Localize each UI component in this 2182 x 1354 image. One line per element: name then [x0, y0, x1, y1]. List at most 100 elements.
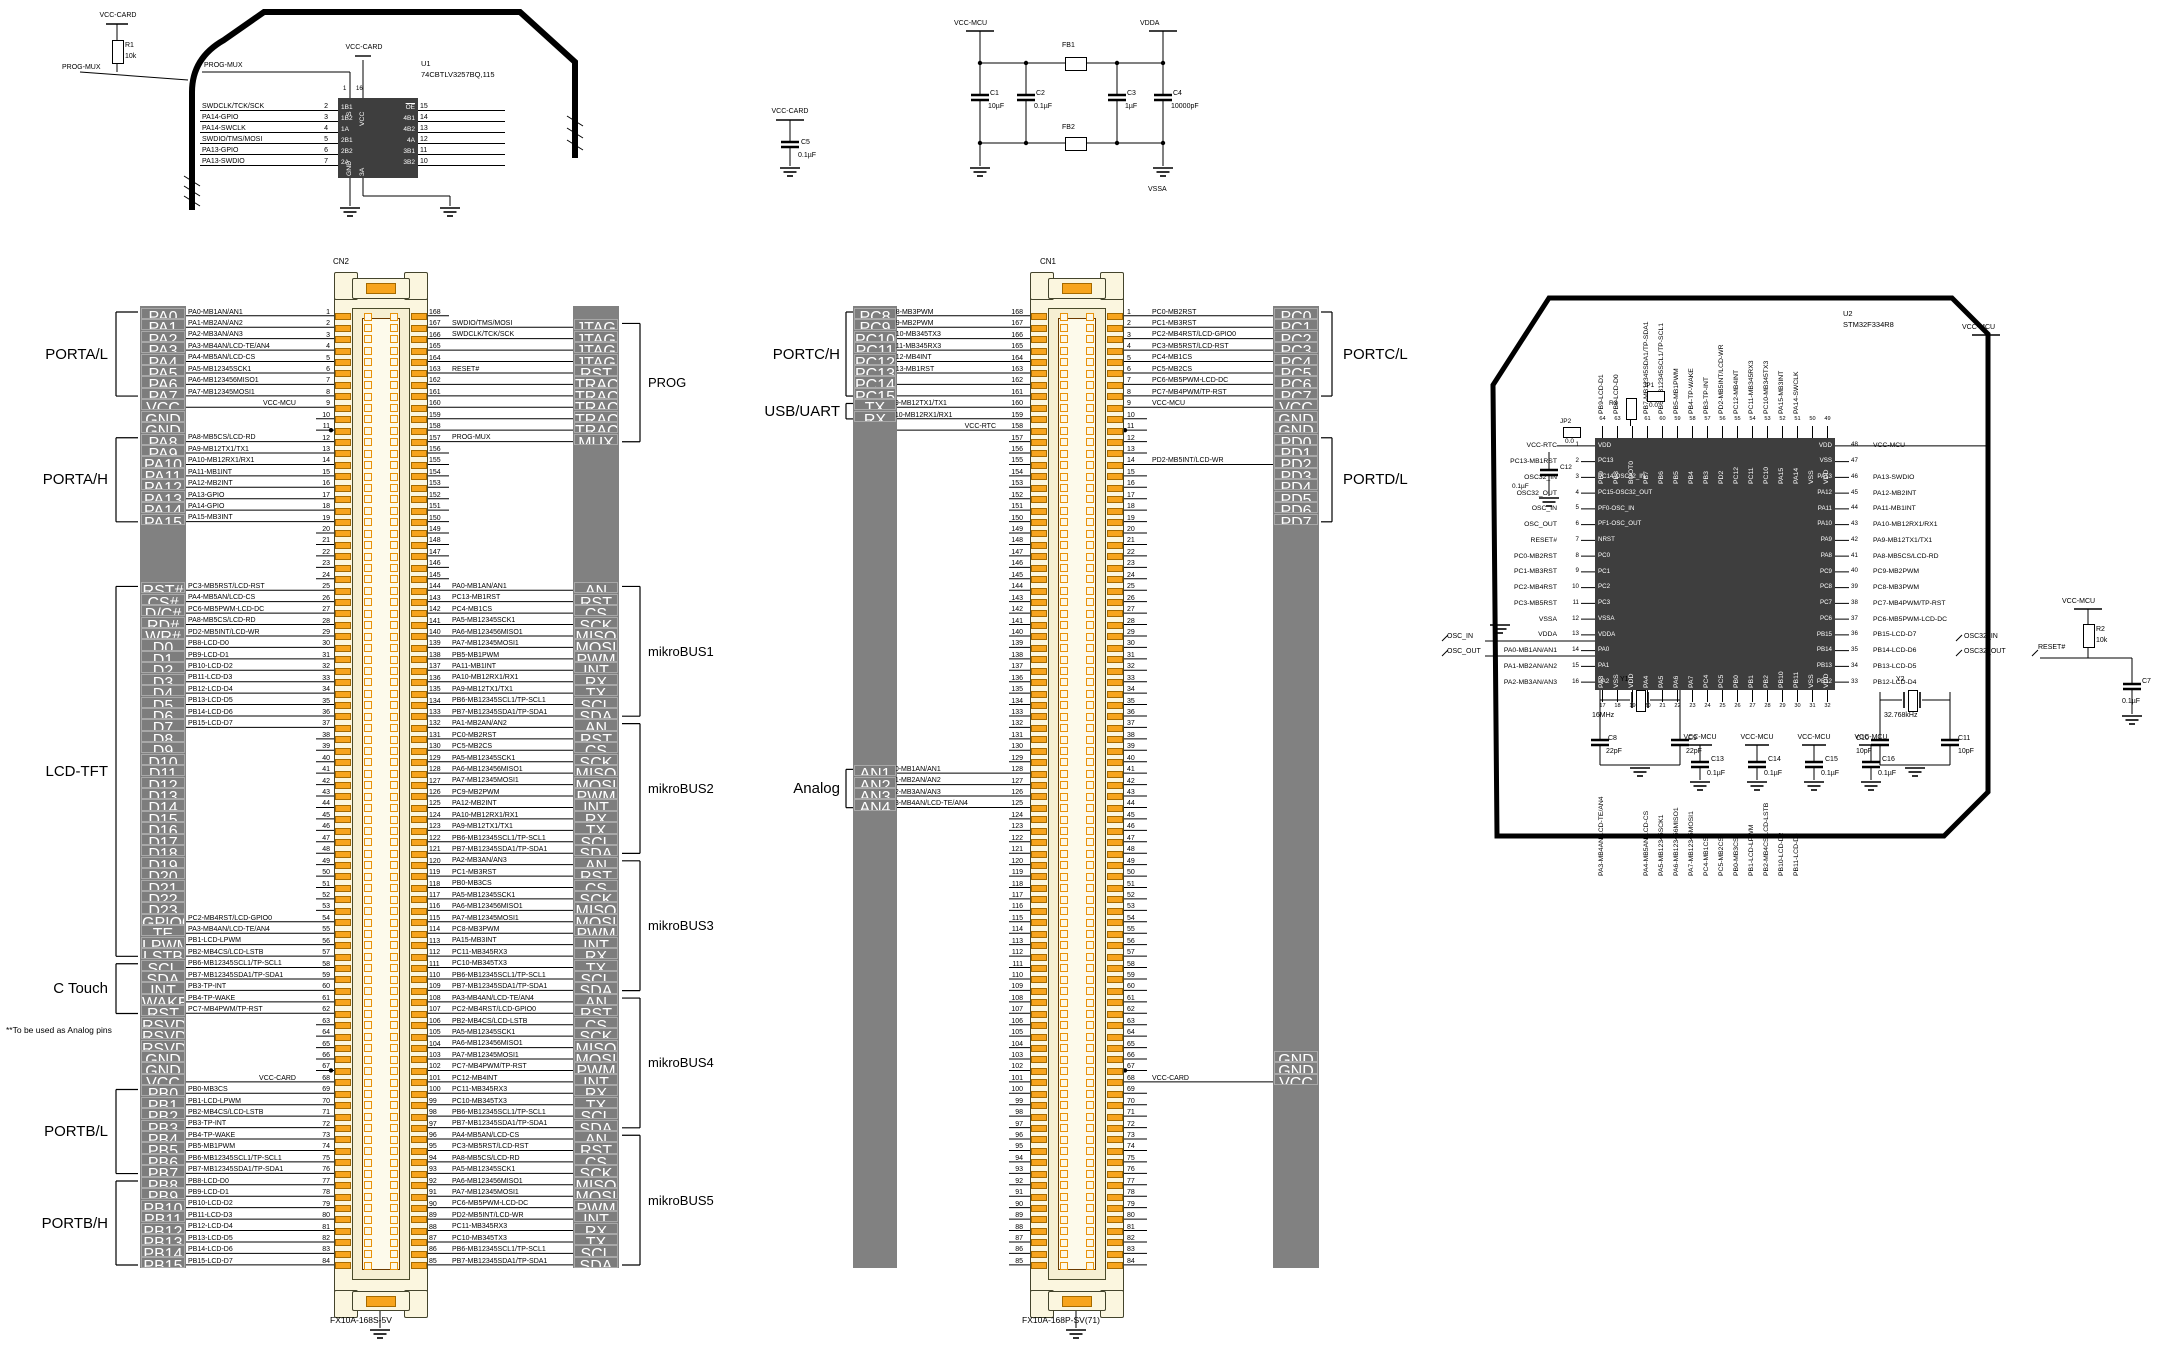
port-tag[interactable]: PC4 [1274, 353, 1318, 365]
r3-resistor[interactable] [1626, 398, 1637, 420]
pin-pad[interactable] [1031, 313, 1047, 321]
port-tag[interactable]: D3 [141, 673, 185, 685]
port-tag[interactable]: D15 [141, 810, 185, 823]
pin-pad[interactable] [335, 1125, 351, 1132]
port-tag[interactable]: PB9 [141, 1188, 185, 1200]
pin-pad[interactable] [335, 1022, 351, 1030]
port-tag[interactable]: SCL [141, 959, 185, 971]
pin-pad[interactable] [335, 496, 351, 504]
pin-pad[interactable] [1031, 667, 1047, 675]
pin-pad[interactable] [411, 1125, 427, 1132]
port-tag[interactable]: PA8 [141, 433, 185, 445]
pin-pad[interactable] [411, 1044, 427, 1052]
pin-pad[interactable] [335, 461, 351, 469]
port-tag[interactable]: D9 [141, 742, 185, 754]
port-tag[interactable]: PB5 [141, 1142, 185, 1154]
pin-pad[interactable] [1031, 679, 1047, 687]
port-tag[interactable]: PB11 [141, 1211, 185, 1223]
pin-pad[interactable] [1031, 690, 1047, 698]
port-tag[interactable]: CS [574, 1153, 618, 1166]
pin-pad[interactable] [1107, 519, 1123, 526]
u1-body[interactable] [338, 98, 418, 178]
pin-pad[interactable] [1031, 541, 1047, 549]
port-tag[interactable]: RSVD** [141, 1028, 185, 1040]
pin-pad[interactable] [335, 804, 351, 812]
pin-pad[interactable] [1031, 1227, 1047, 1235]
pin-pad[interactable] [411, 530, 427, 538]
port-tag[interactable]: PC3 [1274, 342, 1318, 354]
fb1-ferrite[interactable] [1065, 57, 1087, 71]
port-tag[interactable]: TX [574, 685, 618, 697]
pin-pad[interactable] [335, 438, 351, 446]
pin-pad[interactable] [1107, 1182, 1123, 1190]
pin-pad[interactable] [1031, 873, 1047, 881]
port-tag[interactable]: GND [1274, 1051, 1318, 1063]
port-tag[interactable]: TX [854, 399, 896, 411]
pin-pad[interactable] [335, 667, 351, 675]
port-tag[interactable]: GND [1274, 422, 1318, 434]
pin-pad[interactable] [1107, 679, 1123, 687]
port-tag[interactable]: PB13 [141, 1233, 185, 1246]
pin-pad[interactable] [335, 747, 351, 755]
pin-pad[interactable] [335, 964, 351, 972]
port-tag[interactable]: D14 [141, 799, 185, 811]
port-tag[interactable]: SCL [574, 970, 618, 983]
pin-pad[interactable] [1107, 1022, 1123, 1030]
port-tag[interactable]: PA13 [141, 490, 185, 502]
port-tag[interactable]: PD1 [1274, 445, 1318, 457]
port-tag[interactable]: PA9 [141, 445, 185, 457]
pin-pad[interactable] [1031, 473, 1047, 481]
pin-pad[interactable] [1107, 919, 1123, 927]
port-tag[interactable]: PC0 [1274, 307, 1318, 319]
pin-pad[interactable] [1031, 438, 1047, 446]
pin-pad[interactable] [411, 1010, 427, 1018]
pin-pad[interactable] [1031, 644, 1047, 652]
pin-pad[interactable] [411, 599, 427, 607]
pin-pad[interactable] [411, 1033, 427, 1041]
pin-pad[interactable] [411, 713, 427, 721]
pin-pad[interactable] [411, 724, 427, 732]
pin-pad[interactable] [411, 1239, 427, 1247]
pin-pad[interactable] [1031, 461, 1047, 469]
pin-pad[interactable] [335, 656, 351, 664]
port-tag[interactable]: TX [574, 822, 618, 834]
pin-pad[interactable] [411, 919, 427, 927]
pin-pad[interactable] [411, 747, 427, 755]
port-tag[interactable]: AN [574, 1131, 618, 1143]
pin-pad[interactable] [1107, 896, 1123, 904]
pin-pad[interactable] [335, 1033, 351, 1041]
pin-pad[interactable] [411, 690, 427, 698]
port-tag[interactable]: D13 [141, 788, 185, 800]
jp1-jumper[interactable] [1647, 391, 1665, 402]
port-tag[interactable]: RST [574, 1142, 618, 1154]
pin-pad[interactable] [1031, 1205, 1047, 1213]
port-tag[interactable]: INT [574, 1073, 618, 1086]
pin-pad[interactable] [411, 473, 427, 481]
pin-pad[interactable] [335, 1044, 351, 1052]
pin-pad[interactable] [1031, 358, 1047, 366]
pin-pad[interactable] [1031, 724, 1047, 732]
port-tag[interactable]: TE [141, 925, 185, 937]
port-tag[interactable]: PB12 [141, 1222, 185, 1234]
pin-pad[interactable] [1107, 438, 1123, 446]
port-tag[interactable]: PB8 [141, 1176, 185, 1188]
pin-pad[interactable] [1031, 976, 1047, 984]
pin-pad[interactable] [1031, 599, 1047, 607]
pin-pad[interactable] [1031, 404, 1047, 412]
port-tag[interactable]: TX [574, 959, 618, 971]
pin-pad[interactable] [1031, 987, 1047, 995]
pin-pad[interactable] [335, 416, 351, 424]
y2-crystal[interactable] [1908, 690, 1918, 712]
port-tag[interactable]: GPIO0 [141, 913, 185, 925]
port-tag[interactable]: PWM [574, 1062, 618, 1074]
pin-pad[interactable] [411, 541, 427, 549]
pin-pad[interactable] [411, 999, 427, 1007]
pin-pad[interactable] [335, 919, 351, 927]
y1-crystal[interactable] [1636, 690, 1646, 712]
port-tag[interactable]: D20 [141, 868, 185, 880]
pin-pad[interactable] [1107, 690, 1123, 698]
port-tag[interactable]: AN [574, 856, 618, 868]
pin-pad[interactable] [411, 804, 427, 812]
pin-pad[interactable] [1031, 1239, 1047, 1247]
pin-pad[interactable] [1107, 873, 1123, 881]
